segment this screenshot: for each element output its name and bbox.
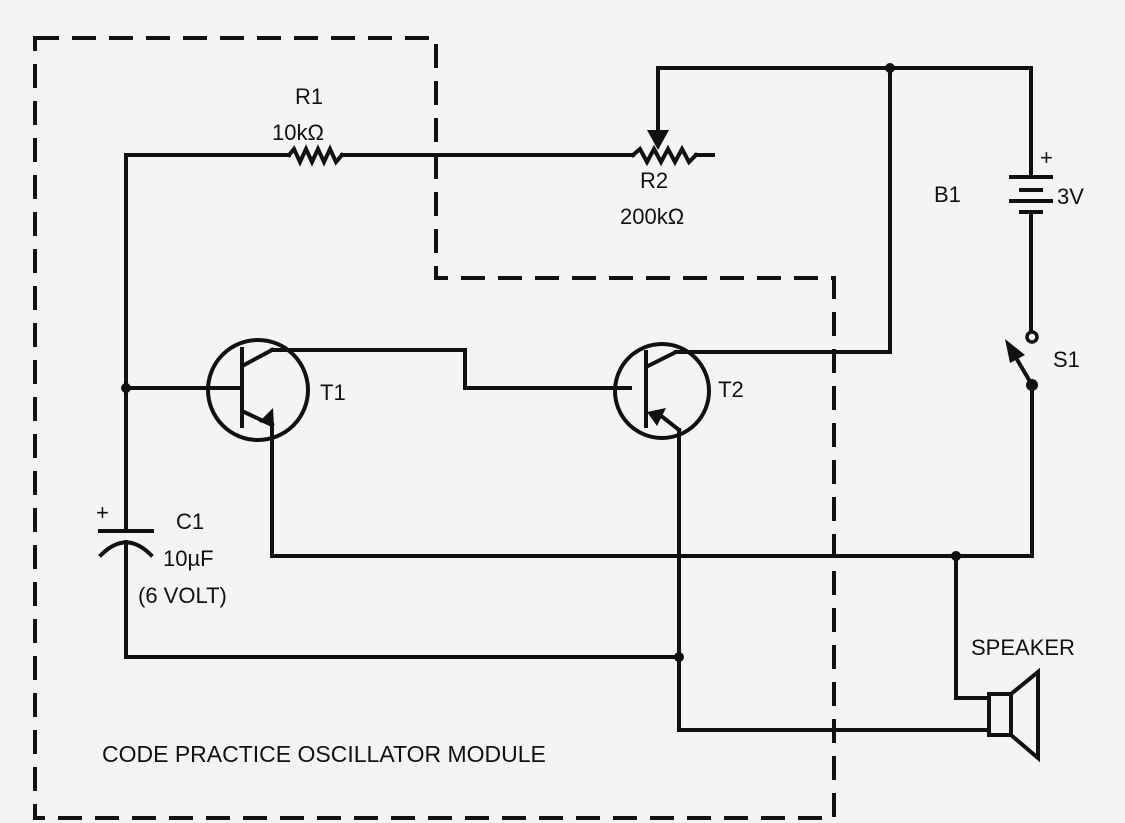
module-title: CODE PRACTICE OSCILLATOR MODULE <box>102 741 546 767</box>
transistor-t2-collector <box>645 349 679 369</box>
transistor-t1-body <box>206 338 310 442</box>
wire-cap-bottom <box>124 540 681 659</box>
module-boundary <box>33 36 836 820</box>
resistor-r1 <box>286 144 345 167</box>
s1-ref-label: S1 <box>1053 347 1080 372</box>
switch-s1[interactable] <box>1005 330 1039 391</box>
switch-contact-open <box>1025 330 1039 344</box>
b1-polarity-label: + <box>1040 145 1053 170</box>
potentiometer-r2-zigzag <box>630 144 699 167</box>
wire-t2-collector <box>674 66 892 354</box>
speaker-label: SPEAKER <box>971 635 1075 660</box>
wire-speaker-bottom <box>677 428 991 732</box>
potentiometer-r2 <box>630 66 715 167</box>
c1-value-label: 10µF <box>163 546 214 571</box>
wire-t1-t2 <box>270 348 632 390</box>
wire-switch-down <box>270 383 1034 558</box>
c1-ref-label: C1 <box>176 509 204 534</box>
speaker-cone <box>1009 667 1040 763</box>
b1-value-label: 3V <box>1057 184 1084 209</box>
junction-bottom <box>674 652 684 662</box>
r1-ref-label: R1 <box>295 84 323 109</box>
c1-polarity-label: + <box>96 500 109 525</box>
battery-b1 <box>1009 175 1053 214</box>
wire-positive-rail <box>656 66 1033 178</box>
transistor-t1-collector <box>241 347 275 368</box>
wire-speaker-top <box>954 554 991 700</box>
transistor-t2-emitter <box>657 412 682 433</box>
r2-value-label: 200kΩ <box>620 204 684 229</box>
t1-emitter-arrow-icon <box>259 408 274 426</box>
t1-ref-label: T1 <box>320 380 346 405</box>
transistor-t2-body <box>613 342 711 440</box>
c1-rating-label: (6 VOLT) <box>138 583 227 608</box>
switch-lever[interactable] <box>1012 353 1035 388</box>
b1-ref-label: B1 <box>934 182 961 207</box>
transistor-t1 <box>206 338 310 442</box>
transistor-t2 <box>613 342 711 440</box>
speaker-icon <box>987 667 1040 763</box>
r1-value-label: 10kΩ <box>272 120 324 145</box>
r2-ref-label: R2 <box>640 168 668 193</box>
resistor-r1-zigzag <box>286 144 345 167</box>
switch-arrow-icon <box>1005 339 1025 363</box>
wire-left-rail <box>124 153 291 390</box>
wiper-arrow-icon <box>647 130 669 150</box>
t2-ref-label: T2 <box>718 377 744 402</box>
t2-emitter-arrow-icon <box>647 408 666 426</box>
speaker-magnet <box>987 692 1013 737</box>
